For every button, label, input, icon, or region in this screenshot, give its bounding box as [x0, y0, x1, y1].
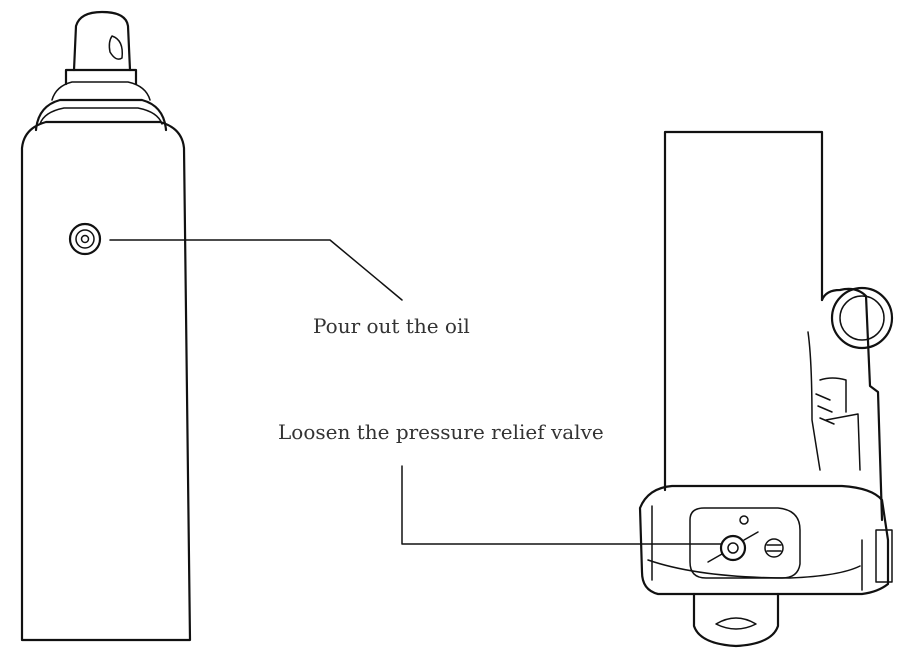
jack-foot-lug	[692, 592, 780, 648]
relief-screw	[764, 538, 784, 558]
nozzle-cutout	[108, 35, 124, 60]
loosen-valve-leader-line	[401, 465, 723, 545]
bottle-body	[20, 120, 192, 642]
jack-pump-edge	[807, 331, 821, 471]
bottle-shoulder-band	[39, 107, 163, 125]
foot-lug-hole	[715, 617, 757, 630]
bottle-neck	[64, 68, 138, 86]
valve-plate-hole	[739, 515, 749, 525]
handle-socket-outer	[830, 286, 894, 350]
relief-screw-slot	[766, 544, 782, 552]
valve-plate	[689, 507, 801, 579]
handle-socket-inner	[839, 295, 885, 341]
pump-spring	[815, 393, 835, 425]
bottle-shoulder	[34, 98, 168, 132]
pump-piston	[819, 377, 847, 413]
bottle-jack	[638, 130, 894, 648]
loosen-valve-label: Loosen the pressure relief valve	[278, 420, 604, 444]
jack-base	[638, 484, 890, 596]
bottle-collar	[51, 81, 151, 101]
oil-port-outer	[68, 222, 102, 256]
pour-oil-label: Pour out the oil	[313, 314, 470, 338]
base-right-lug	[875, 529, 893, 583]
oil-port-ring	[75, 229, 95, 249]
pour-oil-leader-line	[109, 239, 403, 301]
base-lower-curve	[647, 559, 861, 579]
relief-valve-center	[727, 542, 739, 554]
relief-valve-wings	[707, 531, 759, 563]
relief-valve-knob	[719, 534, 747, 562]
bottle-nozzle	[72, 10, 132, 72]
jack-cylinder	[663, 130, 824, 492]
oil-port-center	[80, 234, 90, 244]
jack-pump-lower	[825, 413, 861, 471]
oil-bottle	[20, 10, 192, 642]
